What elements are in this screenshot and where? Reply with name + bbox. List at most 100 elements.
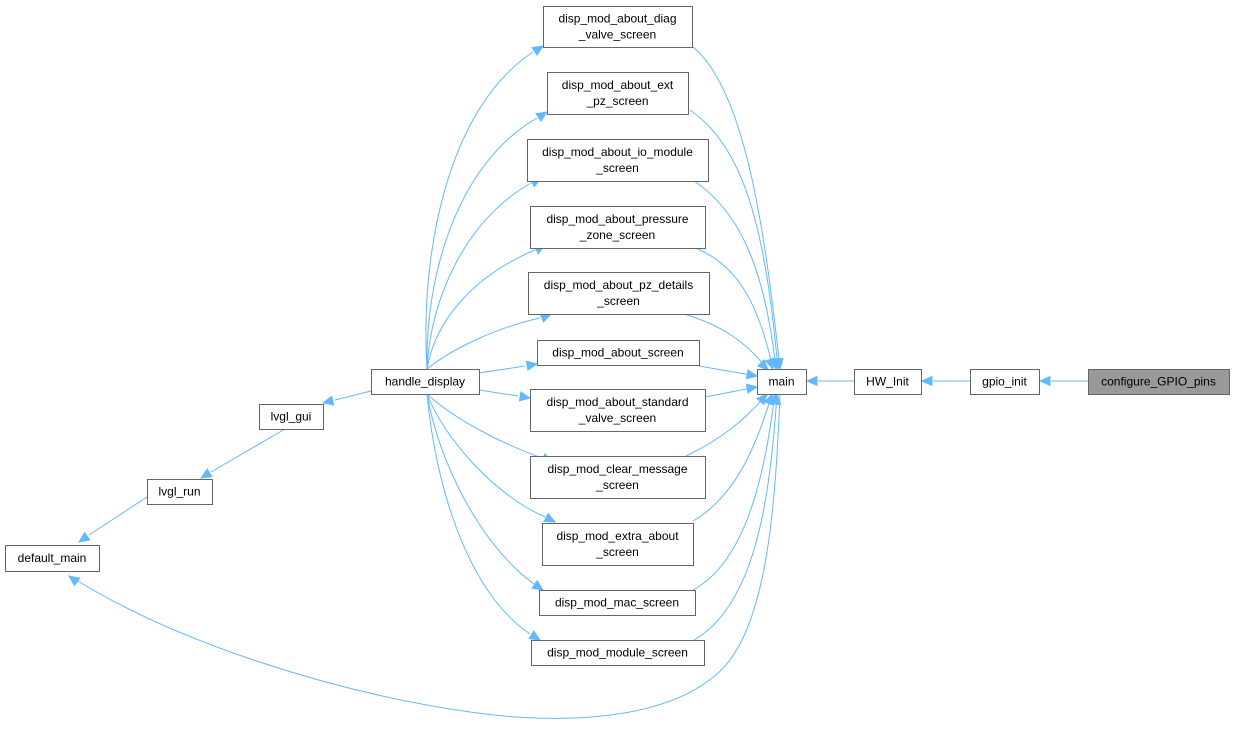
node-disp_mod_mac_screen[interactable]: disp_mod_mac_screen — [539, 590, 696, 616]
graph-nodes: configure_GPIO_pins gpio_init HW_Init main d… — [5, 6, 1230, 666]
edge-line — [426, 182, 532, 370]
node-label: disp_mod_about_io_module — [542, 145, 693, 159]
node-box[interactable] — [259, 404, 324, 430]
node-HW_Init[interactable]: HW_Init — [854, 369, 922, 395]
arrowhead-icon — [199, 468, 213, 479]
edge-line — [425, 51, 534, 370]
arrowhead-icon — [525, 360, 539, 371]
node-disp_mod_module_screen[interactable]: disp_mod_module_screen — [531, 640, 705, 666]
node-box[interactable] — [1088, 369, 1230, 395]
edge-line — [426, 393, 543, 459]
edge-line — [683, 313, 769, 371]
node-configure_GPIO_pins[interactable]: configure_GPIO_pins — [1088, 369, 1230, 395]
node-box[interactable] — [531, 640, 705, 666]
node-disp_mod_clear_message_screen[interactable]: disp_mod_clear_message _screen — [530, 456, 706, 499]
edge-line — [693, 393, 778, 641]
node-box[interactable] — [147, 479, 213, 505]
node-label: disp_mod_about_standard — [546, 395, 688, 409]
arrowhead-icon — [920, 375, 933, 387]
node-label: handle_display — [385, 375, 465, 389]
edge-disp_mod_about_io_module_screen-to-handle_display — [426, 177, 543, 370]
node-disp_mod_about_screen[interactable]: disp_mod_about_screen — [537, 340, 700, 366]
node-disp_mod_about_pressure_zone_screen[interactable]: disp_mod_about_pressure_zone_screen — [530, 206, 706, 249]
node-box[interactable] — [527, 139, 709, 182]
node-label: main — [768, 375, 794, 389]
arrowhead-icon — [805, 375, 818, 387]
edge-line — [210, 428, 286, 473]
node-box[interactable] — [537, 340, 700, 366]
node-box[interactable] — [530, 389, 706, 432]
node-box[interactable] — [970, 369, 1040, 395]
node-label: disp_mod_mac_screen — [555, 596, 679, 610]
node-label: disp_mod_about_pz_details — [544, 278, 693, 292]
node-main[interactable]: main — [757, 369, 807, 395]
arrowhead-icon — [756, 358, 769, 371]
edge-line — [426, 393, 546, 518]
edge-line — [426, 117, 538, 370]
node-box[interactable] — [528, 272, 710, 315]
arrowhead-icon — [518, 391, 532, 402]
arrowhead-icon — [531, 45, 545, 57]
node-label: _screen — [595, 161, 639, 175]
node-label: _pz_screen — [585, 94, 648, 108]
node-label: configure_GPIO_pins — [1101, 375, 1216, 389]
node-box[interactable] — [539, 590, 696, 616]
arrowhead-icon — [770, 392, 782, 405]
node-label: disp_mod_about_diag — [558, 12, 676, 26]
node-box[interactable] — [371, 369, 480, 395]
node-box[interactable] — [757, 369, 807, 395]
node-label: gpio_init — [982, 375, 1027, 389]
node-box[interactable] — [530, 456, 706, 499]
node-box[interactable] — [543, 6, 693, 48]
node-disp_mod_about_ext_pz_screen[interactable]: disp_mod_about_ext_pz_screen — [547, 72, 689, 115]
node-lvgl_gui[interactable]: lvgl_gui — [259, 404, 324, 430]
arrowhead-icon — [78, 531, 91, 543]
node-disp_mod_about_diag_valve_screen[interactable]: disp_mod_about_diag_valve_screen — [543, 6, 693, 48]
edge-line — [693, 180, 777, 370]
arrowhead-icon — [1038, 375, 1051, 387]
arrowhead-icon — [745, 383, 759, 394]
node-gpio_init[interactable]: gpio_init — [970, 369, 1040, 395]
node-box[interactable] — [530, 206, 706, 249]
node-label: disp_mod_clear_message — [547, 462, 687, 476]
edge-disp_mod_about_screen-to-handle_display — [478, 360, 539, 374]
node-disp_mod_about_standard_valve_screen[interactable]: disp_mod_about_standard_valve_screen — [530, 389, 706, 432]
edge-disp_mod_about_standard_valve_screen-to-handle_display — [478, 389, 532, 402]
node-default_main[interactable]: default_main — [5, 545, 100, 572]
node-box[interactable] — [5, 545, 100, 572]
node-box[interactable] — [542, 523, 694, 566]
node-label: disp_mod_module_screen — [547, 646, 688, 660]
node-box[interactable] — [547, 72, 689, 115]
node-disp_mod_about_io_module_screen[interactable]: disp_mod_about_io_module _screen — [527, 139, 709, 182]
node-disp_mod_about_pz_details_screen[interactable]: disp_mod_about_pz_details_screen — [528, 272, 710, 315]
arrowhead-icon — [68, 575, 81, 587]
edge-disp_mod_mac_screen-to-handle_display — [426, 393, 545, 591]
node-label: default_main — [18, 551, 87, 565]
edge-gpio_init-to-HW_Init — [920, 375, 970, 387]
node-label: _screen — [595, 545, 639, 559]
node-label: disp_mod_about_screen — [552, 346, 683, 360]
edge-disp_mod_about_diag_valve_screen-to-handle_display — [425, 45, 545, 370]
node-disp_mod_extra_about_screen[interactable]: disp_mod_extra_about_screen — [542, 523, 694, 566]
edge-line — [426, 393, 535, 585]
arrowhead-icon — [531, 579, 545, 591]
edge-line — [478, 365, 526, 374]
edge-main-to-default_main — [68, 393, 781, 719]
edge-line — [334, 390, 372, 401]
node-lvgl_run[interactable]: lvgl_run — [147, 479, 213, 505]
node-box[interactable] — [854, 369, 922, 395]
node-handle_display[interactable]: handle_display — [371, 369, 480, 395]
edge-line — [88, 496, 148, 536]
arrowhead-icon — [543, 512, 557, 523]
edge-handle_display-to-lvgl_gui — [321, 390, 372, 406]
edge-line — [478, 389, 519, 397]
node-label: _screen — [595, 478, 639, 492]
edge-disp_mod_extra_about_screen-to-handle_display — [426, 393, 557, 523]
edge-lvgl_gui-to-lvgl_run — [199, 428, 286, 479]
arrowhead-icon — [528, 630, 542, 641]
arrowhead-icon — [745, 369, 759, 380]
edge-line — [689, 109, 779, 370]
edge-line — [694, 247, 774, 370]
edge-lvgl_run-to-default_main — [78, 496, 148, 543]
